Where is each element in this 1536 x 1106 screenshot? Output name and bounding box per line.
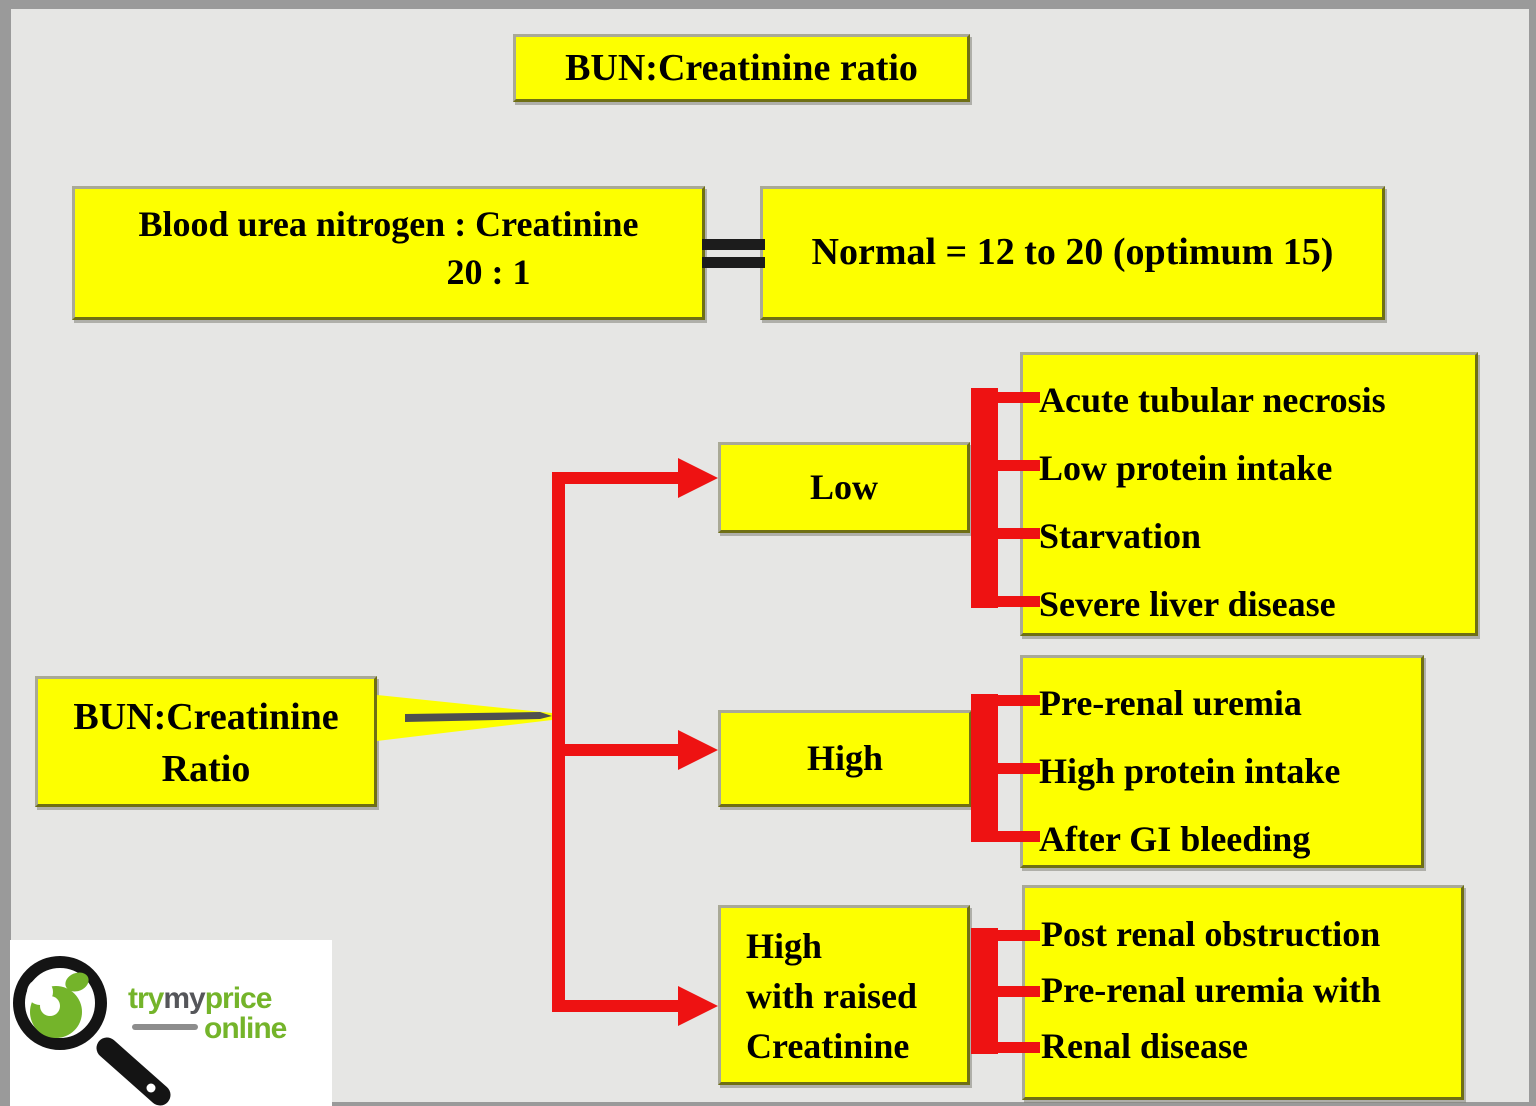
list-item: Starvation bbox=[1039, 516, 1201, 556]
brand-my: my bbox=[163, 982, 205, 1015]
formula-line1: Blood urea nitrogen : Creatinine bbox=[138, 204, 639, 244]
diagram-title: BUN:Creatinine ratio bbox=[565, 47, 918, 89]
branch-line-high bbox=[560, 744, 680, 756]
root-box: BUN:Creatinine Ratio bbox=[35, 676, 377, 807]
low-category-box: Low bbox=[718, 442, 970, 533]
high-raised-creatinine-box: High with raised Creatinine bbox=[718, 905, 970, 1085]
root-callout-wedge bbox=[377, 695, 552, 741]
low-causes-list: Acute tubular necrosis Low protein intak… bbox=[1023, 355, 1475, 638]
high-raised-line2: with raised bbox=[746, 976, 917, 1016]
frame-right bbox=[1529, 0, 1536, 1106]
frame-left bbox=[0, 0, 11, 1106]
arrow-high-raised-icon bbox=[678, 986, 718, 1026]
high-raised-causes-list: Post renal obstruction Pre-renal uremia … bbox=[1025, 888, 1461, 1074]
formula-box: Blood urea nitrogen : Creatinine 20 : 1 bbox=[72, 186, 705, 320]
root-line2: Ratio bbox=[161, 748, 251, 790]
frame-top bbox=[0, 0, 1536, 9]
high-category-box: High bbox=[718, 710, 972, 807]
root-line1: BUN:Creatinine bbox=[73, 696, 339, 738]
list-item: High protein intake bbox=[1039, 751, 1341, 791]
list-item: Post renal obstruction bbox=[1041, 914, 1381, 954]
brand-online: online bbox=[204, 1012, 287, 1045]
title-box: BUN:Creatinine ratio bbox=[513, 34, 970, 102]
magnifier-logo-icon bbox=[13, 956, 171, 1106]
branch-line-low bbox=[560, 472, 680, 484]
watermark-brand-line1: trymyprice bbox=[128, 982, 273, 1016]
normal-range-text: Normal = 12 to 20 (optimum 15) bbox=[811, 231, 1334, 273]
list-item: Low protein intake bbox=[1039, 448, 1333, 488]
arrow-high-icon bbox=[678, 730, 718, 770]
list-item: Pre-renal uremia bbox=[1039, 683, 1302, 723]
high-causes-list: Pre-renal uremia High protein intake Aft… bbox=[1023, 658, 1421, 873]
high-raised-line3: Creatinine bbox=[746, 1026, 910, 1066]
list-item: Severe liver disease bbox=[1039, 584, 1336, 624]
arrow-low-icon bbox=[678, 458, 718, 498]
root-callout-line bbox=[405, 712, 552, 722]
list-item: Renal disease bbox=[1041, 1026, 1248, 1066]
high-raised-line1: High bbox=[746, 926, 823, 966]
watermark-panel: trymyprice online bbox=[10, 940, 332, 1106]
low-causes-box: Acute tubular necrosis Low protein intak… bbox=[1020, 352, 1478, 636]
normal-range-box: Normal = 12 to 20 (optimum 15) bbox=[760, 186, 1385, 320]
high-raised-causes-box: Post renal obstruction Pre-renal uremia … bbox=[1022, 885, 1464, 1100]
frame-bottom bbox=[0, 1102, 1536, 1106]
brand-try: try bbox=[128, 982, 164, 1015]
trunk-line bbox=[552, 472, 565, 1012]
list-item: Pre-renal uremia with bbox=[1041, 970, 1381, 1010]
brand-rule bbox=[132, 1024, 198, 1030]
branch-tree bbox=[552, 458, 718, 1026]
brand-price: price bbox=[204, 982, 273, 1015]
branch-line-high-raised bbox=[560, 1000, 680, 1012]
low-label: Low bbox=[809, 467, 878, 507]
high-label: High bbox=[806, 738, 884, 778]
equals-sign-icon bbox=[702, 239, 765, 268]
list-item: After GI bleeding bbox=[1039, 819, 1311, 859]
list-item: Acute tubular necrosis bbox=[1039, 380, 1386, 420]
formula-line2: 20 : 1 bbox=[446, 252, 531, 292]
high-causes-box: Pre-renal uremia High protein intake Aft… bbox=[1020, 655, 1424, 868]
